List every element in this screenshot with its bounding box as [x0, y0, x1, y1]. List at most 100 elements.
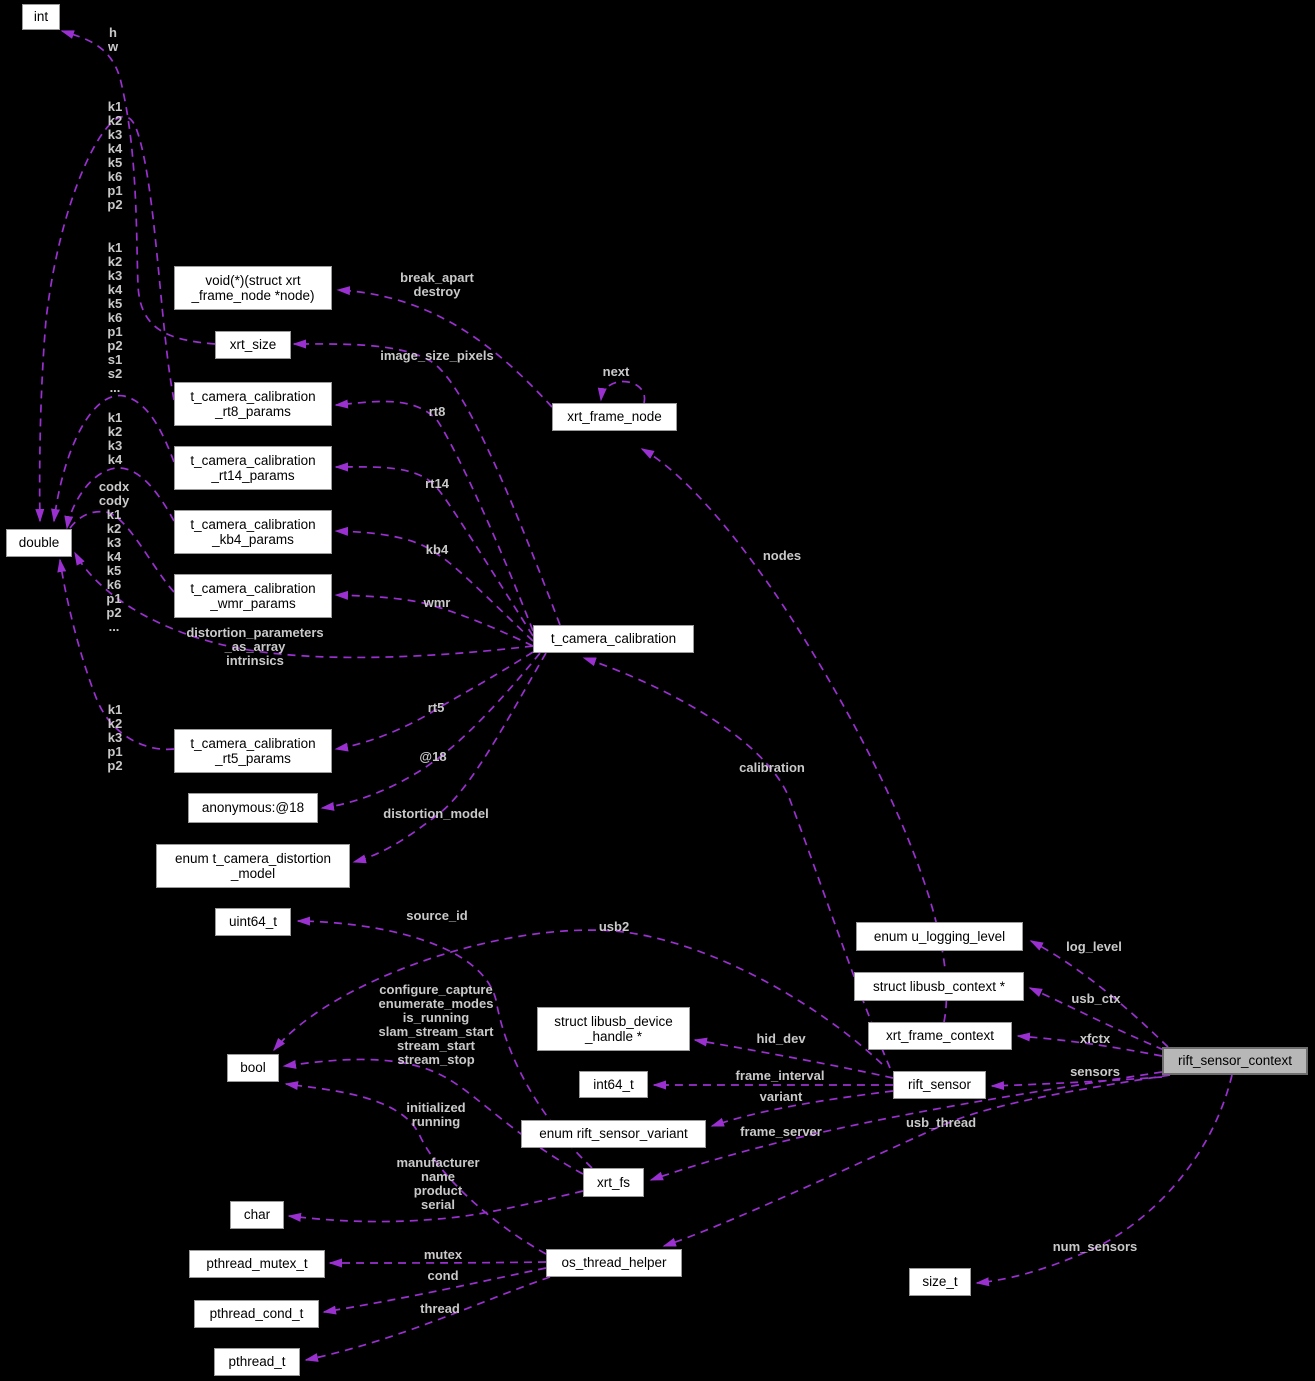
edge-image-size-pixels — [292, 339, 561, 626]
edge-label-calibration: calibration — [739, 760, 805, 775]
node-double[interactable]: double — [6, 529, 72, 557]
node-int64-t[interactable]: int64_t — [579, 1071, 648, 1098]
edge-wmr — [334, 590, 534, 647]
edge-cond — [322, 1267, 547, 1315]
node-kb4-params[interactable]: t_camera_calibration _kb4_params — [174, 510, 332, 554]
edge-label-sensors: sensors — [1070, 1064, 1120, 1079]
edge-h-w — [60, 30, 216, 345]
edge-label-frame-server: frame_server — [740, 1124, 822, 1139]
edge-label-source-id: source_id — [406, 908, 468, 923]
edge-next-self-loop — [597, 380, 646, 404]
edge-label-init-running: initialized running — [406, 1100, 466, 1129]
edge-label-cond: cond — [427, 1268, 459, 1283]
edge-xfctx — [1016, 1032, 1163, 1057]
edge-kb4-params-double — [64, 467, 175, 530]
edge-label-thread: thread — [420, 1301, 460, 1316]
edge-label-fs-funcs: configure_capture enumerate_modes is_run… — [378, 982, 494, 1067]
edge-calibration-double — [74, 551, 534, 659]
edge-label-wmr: wmr — [423, 595, 451, 610]
edge-label-rt5: rt5 — [427, 700, 445, 715]
edge-at18 — [320, 652, 541, 811]
node-enum-rift-sensor-variant[interactable]: enum rift_sensor_variant — [521, 1120, 706, 1148]
edge-rt5-params-double — [57, 558, 175, 751]
edge-label-distortion-model: distortion_model — [383, 806, 489, 821]
edge-label-next: next — [602, 364, 630, 379]
edge-thread — [304, 1276, 551, 1362]
node-os-thread-helper[interactable]: os_thread_helper — [546, 1249, 682, 1277]
edge-label-rt8: rt8 — [428, 404, 446, 419]
edge-num-sensors — [975, 1074, 1233, 1287]
edge-rt8-params-double — [35, 115, 175, 523]
edge-distortion-model — [352, 652, 547, 864]
node-rt14-params[interactable]: t_camera_calibration _rt14_params — [174, 446, 332, 490]
edge-label-rt8-list: k1 k2 k3 k4 k5 k6 p1 p2 — [107, 99, 123, 212]
node-wmr-params[interactable]: t_camera_calibration _wmr_params — [174, 574, 332, 618]
node-enum-u-logging-level[interactable]: enum u_logging_level — [856, 922, 1023, 951]
edge-label-manufacturer: manufacturer name product serial — [396, 1155, 480, 1212]
node-void-fn[interactable]: void(*)(struct xrt _frame_node *node) — [174, 266, 332, 310]
node-rift-sensor[interactable]: rift_sensor — [893, 1071, 986, 1099]
node-anonymous-18[interactable]: anonymous:@18 — [188, 793, 318, 823]
edge-label-usb-thread: usb_thread — [905, 1115, 977, 1130]
edge-rt14-params-double — [51, 394, 175, 523]
edge-label-hid-dev: hid_dev — [756, 1031, 806, 1046]
node-xrt-size[interactable]: xrt_size — [215, 331, 291, 359]
node-size-t[interactable]: size_t — [909, 1268, 971, 1296]
edge-label-rt14: rt14 — [425, 476, 449, 491]
edge-frame-server — [649, 1071, 1163, 1181]
edge-label-break-apart: break_apart destroy — [400, 270, 474, 299]
edge-wmr-params-double — [56, 510, 175, 593]
edge-label-wmr-list: codx cody k1 k2 k3 k4 k5 k6 p1 p2 ... — [98, 479, 130, 634]
node-rift-sensor-context[interactable]: rift_sensor_context — [1162, 1047, 1308, 1075]
node-pthread-mutex-t[interactable]: pthread_mutex_t — [189, 1250, 325, 1278]
edge-log-level — [1029, 940, 1169, 1048]
edge-label-num-sensors: num_sensors — [1052, 1239, 1138, 1254]
node-char[interactable]: char — [230, 1201, 284, 1229]
edge-rt8 — [334, 399, 534, 632]
node-libusb-context[interactable]: struct libusb_context * — [854, 972, 1024, 1001]
edge-initialized-running — [284, 1081, 547, 1255]
edge-label-h-w: h w — [107, 25, 119, 54]
edge-mutex — [328, 1258, 547, 1268]
edge-break-apart-destroy — [336, 286, 553, 408]
edge-usb-thread — [662, 1074, 1171, 1247]
node-pthread-t[interactable]: pthread_t — [214, 1348, 300, 1376]
edge-label-kb4: kb4 — [425, 542, 449, 557]
edge-nodes — [640, 448, 948, 1023]
edge-label-frame-interval: frame_interval — [735, 1068, 825, 1083]
edge-label-image-size-pixels: image_size_pixels — [380, 348, 494, 363]
node-int[interactable]: int — [22, 4, 60, 30]
edge-manufacturer — [287, 1190, 584, 1223]
edge-hid-dev — [693, 1037, 894, 1079]
node-rt5-params[interactable]: t_camera_calibration _rt5_params — [174, 729, 332, 773]
node-rt8-params[interactable]: t_camera_calibration _rt8_params — [174, 382, 332, 426]
node-xrt-fs[interactable]: xrt_fs — [583, 1168, 644, 1197]
node-pthread-cond-t[interactable]: pthread_cond_t — [194, 1300, 319, 1328]
edge-label-variant: variant — [759, 1089, 803, 1104]
edge-label-usb2: usb2 — [598, 919, 630, 934]
node-libusb-device-handle[interactable]: struct libusb_device _handle * — [537, 1007, 690, 1051]
edge-label-rt14-list: k1 k2 k3 k4 k5 k6 p1 p2 s1 s2 ... — [107, 240, 123, 395]
node-xrt-frame-context[interactable]: xrt_frame_context — [868, 1022, 1012, 1050]
edge-label-mutex: mutex — [423, 1247, 463, 1262]
edge-usb-ctx — [1028, 987, 1165, 1051]
node-xrt-frame-node[interactable]: xrt_frame_node — [552, 403, 677, 431]
edge-kb4 — [334, 526, 534, 642]
edge-variant — [710, 1090, 894, 1127]
edge-label-rt5-list: k1 k2 k3 p1 p2 — [107, 702, 123, 773]
edge-sensors — [990, 1076, 1163, 1091]
edge-label-log-level: log_level — [1066, 939, 1122, 954]
edge-label-usb-ctx: usb_ctx — [1071, 991, 1121, 1006]
edge-source-id — [296, 916, 593, 1169]
edge-label-xfctx: xfctx — [1079, 1031, 1111, 1046]
node-uint64-t[interactable]: uint64_t — [215, 908, 291, 936]
edge-label-dist-params: distortion_parameters _as_array intrinsi… — [186, 625, 324, 668]
node-t-camera-calibration[interactable]: t_camera_calibration — [533, 625, 694, 653]
edge-usb2 — [273, 929, 883, 1065]
node-enum-distortion-model[interactable]: enum t_camera_distortion _model — [156, 844, 350, 888]
edge-rt5 — [334, 651, 534, 752]
node-bool[interactable]: bool — [227, 1054, 279, 1082]
edge-rt14 — [334, 462, 534, 637]
